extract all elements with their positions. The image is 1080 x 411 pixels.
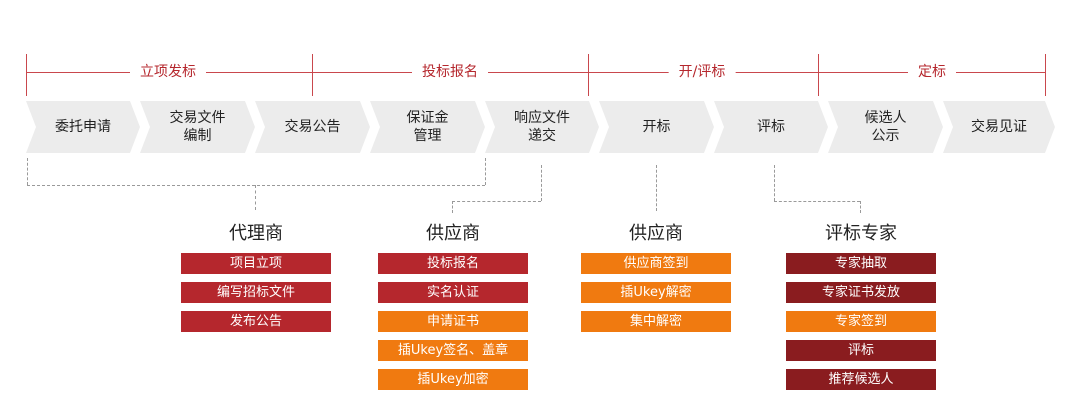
phase-label-award: 定标 [908, 62, 956, 82]
step-chevron: 评标 [714, 101, 828, 153]
phase-label-registration: 投标报名 [412, 62, 488, 82]
phase-ruler-line [26, 72, 1046, 73]
step-chevron: 交易文件 编制 [140, 101, 255, 153]
connector-dashed [541, 165, 542, 201]
step-chevron: 响应文件 递交 [485, 101, 599, 153]
role-item: 项目立项 [181, 253, 331, 274]
connector-dashed [774, 201, 860, 202]
role-item: 编写招标文件 [181, 282, 331, 303]
role-item: 实名认证 [378, 282, 528, 303]
step-chevron: 保证金 管理 [370, 101, 485, 153]
connector-dashed [485, 158, 486, 185]
role-title-expert: 评标专家 [825, 223, 897, 244]
phase-tick [1045, 54, 1046, 96]
phase-tick [818, 54, 819, 96]
role-item: 插Ukey签名、盖章 [378, 340, 528, 361]
phase-label-opening-evaluation: 开/评标 [668, 62, 736, 82]
role-item: 专家抽取 [786, 253, 936, 274]
role-item: 供应商签到 [581, 253, 731, 274]
role-item: 专家证书发放 [786, 282, 936, 303]
step-label: 保证金 管理 [406, 110, 449, 144]
phase-tick [312, 54, 313, 96]
connector-dashed [27, 158, 28, 185]
step-label: 评标 [757, 119, 785, 135]
step-label: 交易见证 [971, 119, 1027, 135]
connector-dashed [452, 201, 541, 202]
step-chevron: 交易见证 [943, 101, 1055, 153]
step-label: 开标 [642, 119, 671, 135]
role-item: 投标报名 [378, 253, 528, 274]
connector-dashed [27, 185, 485, 186]
connector-dashed [452, 201, 453, 213]
connector-dashed [774, 165, 775, 201]
step-chevron: 候选人 公示 [828, 101, 943, 153]
step-label: 响应文件 递交 [514, 110, 570, 144]
phase-label-initiation: 立项发标 [130, 62, 206, 82]
role-item: 发布公告 [181, 311, 331, 332]
connector-dashed [255, 185, 256, 210]
connector-dashed [860, 201, 861, 213]
step-label: 候选人 公示 [864, 110, 907, 144]
step-chevron: 交易公告 [255, 101, 370, 153]
step-chevron: 开标 [599, 101, 714, 153]
step-label: 委托申请 [55, 119, 111, 135]
step-label: 交易公告 [284, 119, 341, 135]
phase-tick [26, 54, 27, 96]
role-item: 插Ukey解密 [581, 282, 731, 303]
connector-dashed [656, 165, 657, 211]
role-item: 申请证书 [378, 311, 528, 332]
role-item: 推荐候选人 [786, 369, 936, 390]
role-item: 评标 [786, 340, 936, 361]
step-label: 交易文件 编制 [169, 110, 226, 144]
step-chevron: 委托申请 [26, 101, 140, 153]
role-item: 插Ukey加密 [378, 369, 528, 390]
role-title-agent: 代理商 [229, 223, 283, 244]
role-title-supplier: 供应商 [426, 223, 480, 244]
role-item: 专家签到 [786, 311, 936, 332]
role-item: 集中解密 [581, 311, 731, 332]
role-title-supplier-opening: 供应商 [629, 223, 683, 244]
phase-tick [588, 54, 589, 96]
